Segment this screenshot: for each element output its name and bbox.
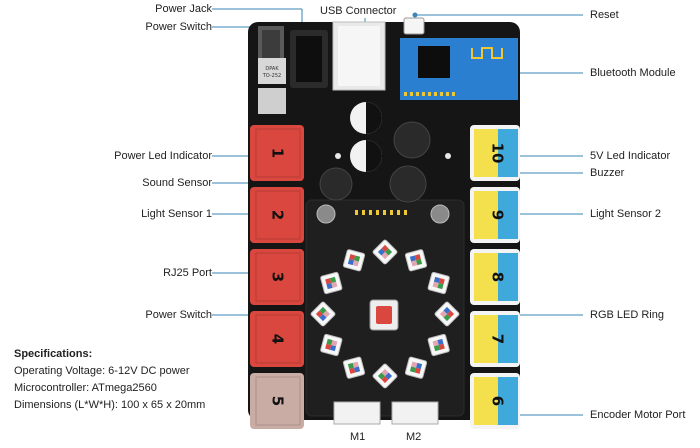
rgb-led <box>310 301 336 327</box>
svg-text:TO-252: TO-252 <box>262 73 281 79</box>
port-number-4: 4 <box>269 334 287 344</box>
rgb-led <box>404 249 428 272</box>
left-rj25-ports: 1 2 3 4 5 <box>250 125 304 429</box>
power-jack <box>258 26 284 62</box>
power-led <box>335 153 341 159</box>
dpak-chip: DPAK TO-252 <box>258 58 286 114</box>
port-number-9: 9 <box>489 210 507 220</box>
port-right-10: 10 <box>470 125 520 181</box>
label-bluetooth: Bluetooth Module <box>590 67 676 79</box>
port-right-7: 7 <box>470 311 520 367</box>
port-number-3: 3 <box>269 272 287 282</box>
rgb-led <box>434 301 460 327</box>
label-encoder: Encoder Motor Port <box>590 409 686 421</box>
bluetooth-module <box>400 38 518 100</box>
spec-voltage: Operating Voltage: 6-12V DC power <box>14 365 190 377</box>
rgb-led <box>320 271 343 295</box>
capacitors <box>350 102 382 172</box>
port-left-5: 5 <box>250 373 304 429</box>
header-pins <box>355 210 407 215</box>
port-left-4: 4 <box>250 311 304 367</box>
port-right-8: 8 <box>470 249 520 305</box>
label-rgb-ring: RGB LED Ring <box>590 309 664 321</box>
rgb-led <box>427 333 450 357</box>
port-number-2: 2 <box>269 210 287 220</box>
spec-microcontroller: Microcontroller: ATmega2560 <box>14 382 157 394</box>
buzzer <box>389 121 431 203</box>
port-number-8: 8 <box>489 272 507 282</box>
reset-button <box>403 17 425 35</box>
label-5v-led: 5V Led Indicator <box>590 150 671 162</box>
label-reset: Reset <box>590 9 619 21</box>
port-number-5: 5 <box>269 396 287 406</box>
usb-connector <box>332 21 386 91</box>
port-left-3: 3 <box>250 249 304 305</box>
5v-led <box>445 153 451 159</box>
light-sensor-1 <box>316 204 336 224</box>
motor-label-m2: M2 <box>406 431 422 443</box>
port-left-1: 1 <box>250 125 304 181</box>
port-left-2: 2 <box>250 187 304 243</box>
rgb-led-ring <box>310 239 460 389</box>
encoder-motor-port <box>333 401 439 425</box>
label-power-led: Power Led Indicator <box>114 150 212 162</box>
specs-heading: Specifications: <box>14 348 93 360</box>
label-rj25-port: RJ25 Port <box>163 267 212 279</box>
label-power-switch-top: Power Switch <box>145 21 212 33</box>
label-power-switch-center: Power Switch <box>145 309 212 321</box>
rgb-led <box>342 249 366 272</box>
rgb-led <box>372 363 398 389</box>
spec-dimensions: Dimensions (L*W*H): 100 x 65 x 20mm <box>14 399 206 411</box>
label-buzzer: Buzzer <box>590 167 625 179</box>
right-rj25-ports: 10 9 8 7 6 <box>470 125 520 429</box>
label-power-jack: Power Jack <box>155 3 212 15</box>
port-right-9: 9 <box>470 187 520 243</box>
motor-label-m1: M1 <box>350 431 366 443</box>
power-switch-center <box>369 299 399 331</box>
port-number-10: 10 <box>489 143 507 164</box>
port-number-7: 7 <box>489 334 507 344</box>
port-number-1: 1 <box>269 148 287 158</box>
rgb-led <box>427 271 450 295</box>
label-usb-connector: USB Connector <box>320 5 397 17</box>
power-switch-top <box>290 30 328 88</box>
rgb-led <box>404 356 428 379</box>
label-light-sensor-2: Light Sensor 2 <box>590 208 661 220</box>
port-right-6: 6 <box>470 373 520 429</box>
rgb-led <box>372 239 398 265</box>
port-number-6: 6 <box>489 396 507 406</box>
rgb-led <box>320 333 343 357</box>
svg-text:DPAK: DPAK <box>265 66 279 72</box>
label-light-sensor-1: Light Sensor 1 <box>141 208 212 220</box>
label-sound-sensor: Sound Sensor <box>142 177 212 189</box>
rgb-led <box>342 356 366 379</box>
light-sensor-2 <box>430 204 450 224</box>
sound-sensor <box>319 167 353 201</box>
